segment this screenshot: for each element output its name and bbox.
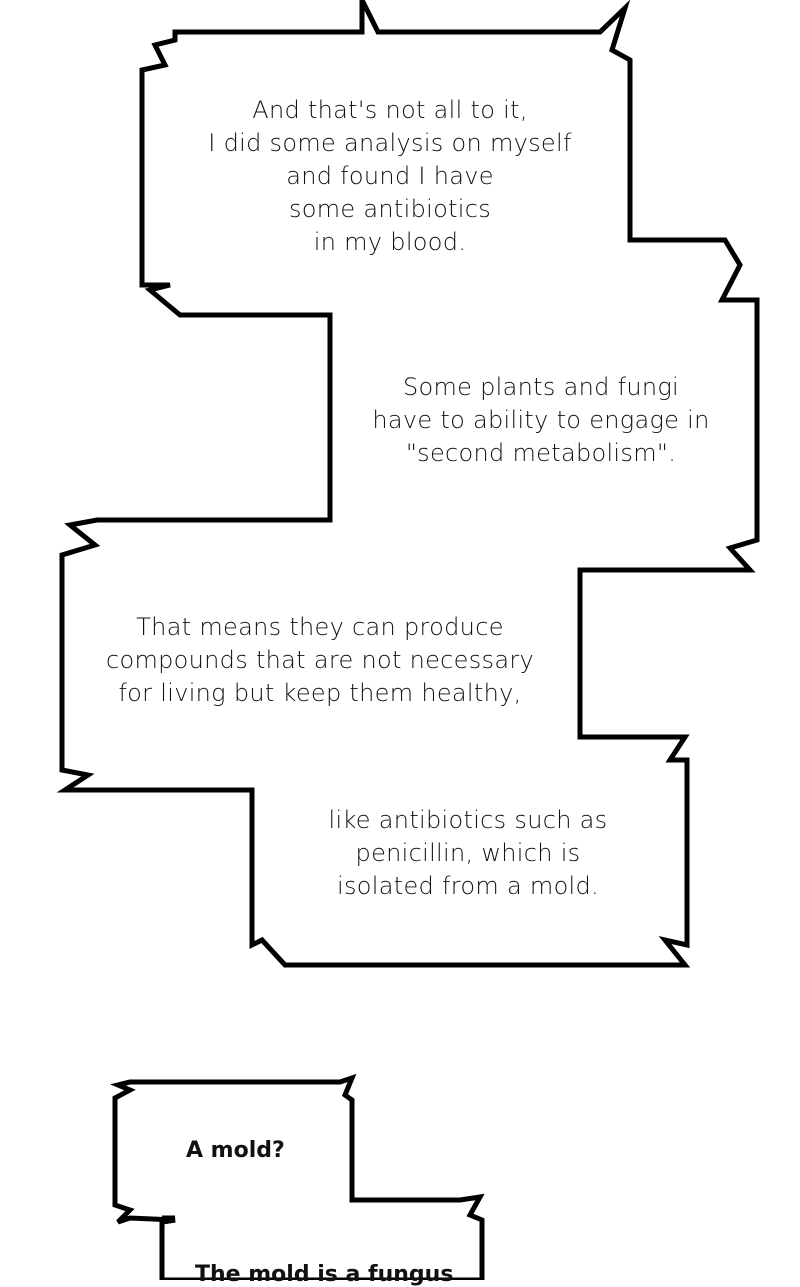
text-line: and found I have [286,162,494,190]
text-line: penicillin, which is [355,839,581,867]
text-line: compounds that are not necessary [105,646,535,674]
text-line: "second metabolism". [405,439,677,467]
text-line: have to ability to engage in [372,406,710,434]
small-speech-bubble-1 [110,1073,485,1280]
text-line: in my blood. [313,228,467,256]
text-line: like antibiotics such as [328,806,608,834]
bubble-text-compounds: That means they can produce compounds th… [106,611,534,710]
text-line: some antibiotics [288,195,492,223]
text-line: for living but keep them healthy, [118,679,522,707]
text-line: And that's not all to it, [252,96,528,124]
bubble-text-analysis: And that's not all to it, I did some ana… [208,94,571,259]
text-line: I did some analysis on myself [208,129,572,157]
text-line: That means they can produce [136,613,504,641]
text-line: Some plants and fungi [402,373,680,401]
bubble-text-mold-fungus: The mold is a fungus [195,1262,454,1287]
bubble-text-a-mold: A mold? [186,1138,285,1163]
large-speech-bubble [56,0,760,968]
bubble-text-penicillin: like antibiotics such as penicillin, whi… [329,804,608,903]
bubble-text-metabolism: Some plants and fungi have to ability to… [372,371,709,470]
text-line: isolated from a mold. [337,872,599,900]
